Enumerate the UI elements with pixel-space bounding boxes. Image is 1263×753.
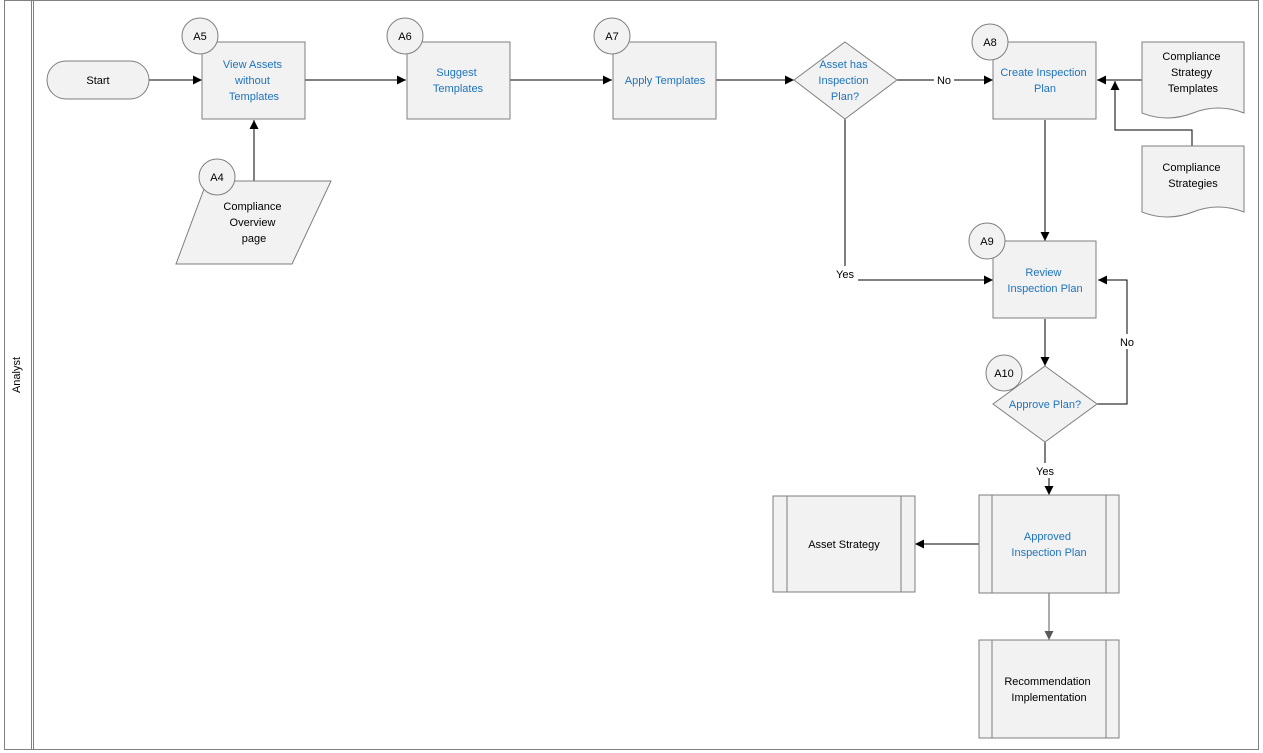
edge-strategies-to-create	[1110, 81, 1193, 146]
start-node[interactable]: Start	[46, 60, 150, 100]
svg-text:A9: A9	[980, 236, 993, 248]
svg-text:A6: A6	[398, 31, 411, 43]
approved-plan-label: Approved Inspection Plan	[1011, 531, 1086, 559]
view-assets-node[interactable]: View Assets without Templates	[201, 41, 306, 120]
lane-label: Analyst	[11, 357, 23, 393]
edge-labels: No Yes No Yes	[832, 72, 1138, 478]
badge-a9: A9	[968, 222, 1006, 260]
badge-a5: A5	[181, 17, 219, 55]
strategy-templates-document[interactable]: Compliance Strategy Templates	[1141, 41, 1245, 119]
badge-a6: A6	[386, 17, 424, 55]
badge-a10: A10	[985, 354, 1023, 392]
asset-strategy-label: Asset Strategy	[808, 539, 880, 551]
recommendation-subprocess[interactable]: Recommendation Implementation	[978, 639, 1120, 739]
svg-text:A4: A4	[210, 172, 223, 184]
compliance-overview-label: Compliance Overview page	[223, 201, 284, 245]
apply-templates-label: Apply Templates	[625, 75, 706, 87]
edge-label-no-create: No	[937, 75, 951, 87]
approve-plan-decision[interactable]: Approve Plan?	[992, 365, 1098, 443]
svg-text:A10: A10	[994, 368, 1014, 380]
asset-has-plan-decision[interactable]: Asset has Inspection Plan?	[793, 41, 898, 120]
badge-a7: A7	[593, 17, 631, 55]
svg-text:A7: A7	[605, 31, 618, 43]
review-plan-node[interactable]: Review Inspection Plan	[992, 240, 1097, 319]
approve-plan-label: Approve Plan?	[1009, 399, 1081, 411]
asset-strategy-subprocess[interactable]: Asset Strategy	[772, 495, 916, 593]
suggest-templates-node[interactable]: Suggest Templates	[406, 41, 511, 120]
view-assets-label: View Assets without Templates	[223, 59, 285, 103]
create-plan-label: Create Inspection Plan	[1000, 67, 1089, 95]
compliance-strategies-document[interactable]: Compliance Strategies	[1141, 145, 1245, 218]
edge-label-yes-review: Yes	[836, 269, 854, 281]
svg-text:A5: A5	[193, 31, 206, 43]
approved-plan-subprocess[interactable]: Approved Inspection Plan	[978, 494, 1120, 594]
compliance-strategies-label: Compliance Strategies	[1162, 162, 1223, 190]
edge-label-no-review: No	[1120, 337, 1134, 349]
badge-a8: A8	[971, 23, 1009, 61]
strategy-templates-label: Compliance Strategy Templates	[1162, 51, 1223, 95]
edge-label-yes-approved: Yes	[1036, 466, 1054, 478]
suggest-templates-label: Suggest Templates	[433, 67, 484, 95]
asset-has-plan-label: Asset has Inspection Plan?	[818, 59, 871, 103]
recommendation-label: Recommendation Implementation	[1004, 676, 1093, 704]
apply-templates-node[interactable]: Apply Templates	[612, 41, 717, 120]
badge-a4: A4	[198, 158, 236, 196]
review-plan-label: Review Inspection Plan	[1007, 267, 1082, 295]
create-plan-node[interactable]: Create Inspection Plan	[992, 41, 1097, 120]
compliance-overview-node[interactable]: Compliance Overview page	[175, 180, 332, 265]
svg-text:A8: A8	[983, 37, 996, 49]
start-label: Start	[86, 75, 109, 87]
